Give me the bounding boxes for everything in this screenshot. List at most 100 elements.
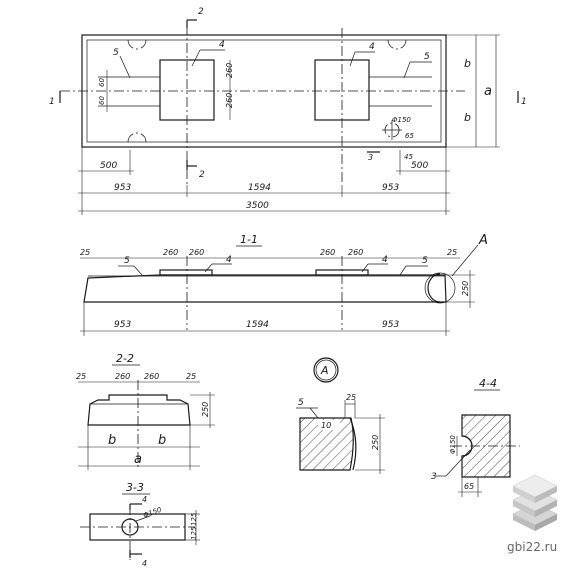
- section-1-1-leader-4b-line: [361, 263, 369, 273]
- leader-4-right: 4: [369, 42, 375, 52]
- section-1-1-callout-circle: [424, 272, 456, 304]
- section-3-3-dim-125-top: 125: [190, 512, 198, 526]
- section-1-1-leader-5-b: 5: [422, 256, 428, 266]
- plan-pad-right: [314, 59, 370, 121]
- section-4-4-title: 4-4: [479, 377, 497, 390]
- dim-60-b: 60: [98, 96, 106, 105]
- section-4-4-leader-3: 3: [431, 472, 437, 482]
- watermark-text: gbi22.ru: [507, 540, 557, 554]
- section-1-1-dim-953-right: 953: [382, 320, 399, 330]
- dim-260-b: 260: [225, 93, 234, 108]
- section-1-1-dim-260-2: 260: [189, 248, 204, 257]
- section-1-1-callout-A: A: [478, 233, 488, 248]
- section-1-1-leader-4a-line: [204, 263, 213, 273]
- section-2-2-dim-25-right: 25: [186, 372, 196, 381]
- section-1-1-dim-260-1: 260: [163, 248, 178, 257]
- leader-4-right-line: [349, 51, 356, 67]
- section-1-1-dim-25-left: 25: [80, 248, 90, 257]
- dim-500-left: 500: [100, 161, 117, 171]
- leader-4-left-line: [191, 49, 201, 67]
- dim-45: 45: [404, 153, 413, 161]
- detail-A-leader-5: 5: [298, 398, 304, 408]
- section-1-1-recess-left: [159, 269, 213, 276]
- section-1-1-hole-arc: [427, 273, 441, 303]
- section-3-3-dim-125-bottom: 125: [190, 526, 198, 540]
- section-4-4-leader-3-line: [445, 449, 471, 477]
- detail-A-leader-5-line: [309, 407, 319, 419]
- section-1-1-dim-260-3: 260: [320, 248, 335, 257]
- dim-953-left: 953: [114, 183, 131, 193]
- plan-hole-top-left: [127, 39, 147, 50]
- leader-5-left-line: [119, 55, 131, 79]
- mark-2-bottom: 2: [199, 170, 205, 180]
- mark-3: 3: [368, 153, 373, 162]
- dim-3500: 3500: [246, 201, 269, 211]
- section-3-3-dim-phi150: Φ150: [142, 506, 163, 520]
- section-4-4: 4-4 Φ150 3 65: [431, 377, 520, 497]
- leader-5-right: 5: [424, 52, 430, 62]
- section-1-1-leader-5-line: [133, 265, 143, 276]
- dim-60-a: 60: [98, 78, 106, 87]
- section-2-2-dim-260-b: 260: [144, 372, 159, 381]
- section-1-1-leader-5b-line: [399, 265, 407, 276]
- section-3-3-mark-4-bottom: 4: [142, 559, 147, 568]
- dim-b-top: b: [464, 57, 471, 70]
- section-2-2-dim-b-right: b: [158, 433, 166, 448]
- leader-5-left: 5: [113, 48, 119, 58]
- dim-1594: 1594: [248, 183, 271, 193]
- section-2-2-dim-260-a: 260: [115, 372, 130, 381]
- plan-hole-bottom-left: [127, 132, 147, 143]
- detail-A-title-inner-circle: [315, 359, 337, 381]
- section-1-1-callout-leader: [451, 244, 479, 277]
- leader-4-left: 4: [219, 40, 225, 50]
- detail-A: A 5 25 10 250: [296, 357, 385, 474]
- section-3-3-hole: [121, 518, 139, 536]
- dim-phi150: Φ150: [392, 116, 411, 124]
- dim-a: a: [484, 84, 492, 99]
- watermark-logo: [512, 474, 558, 531]
- section-1-1-outline: [83, 274, 447, 303]
- detail-A-title: A: [320, 364, 329, 377]
- section-1-1-dim-1594: 1594: [246, 320, 269, 330]
- section-2-2-outline: [87, 394, 191, 426]
- detail-A-dim-250: 250: [371, 435, 380, 450]
- detail-A-dim-25: 25: [346, 393, 356, 402]
- mark-1-left: 1: [49, 97, 55, 107]
- detail-A-groove: [349, 417, 357, 471]
- dim-65: 65: [405, 132, 414, 140]
- leader-5-right-line: [403, 61, 411, 79]
- section-3-3-title: 3-3: [126, 481, 144, 494]
- section-1-1-leader-5: 5: [124, 256, 130, 266]
- section-1-1-dim-25-right: 25: [447, 248, 457, 257]
- dim-b-bottom: b: [464, 111, 471, 124]
- watermark: gbi22.ru: [507, 474, 558, 554]
- section-2-2: 2-2 25 260 260 25 250 b b a: [76, 352, 215, 470]
- section-3-3-mark-4-top: 4: [142, 495, 147, 504]
- section-1-1: 1-1 25 260 260 260 260 25 5 4 4 5 A: [80, 233, 488, 336]
- section-2-2-dim-b-left: b: [108, 433, 116, 448]
- section-2-2-title: 2-2: [116, 352, 134, 365]
- plan-pad-left: [159, 59, 215, 121]
- section-1-1-dim-953-left: 953: [114, 320, 131, 330]
- section-1-1-dim-260-4: 260: [348, 248, 363, 257]
- section-3-3: 3-3 4 Φ150 125 125 4: [80, 481, 200, 568]
- section-2-2-dim-250: 250: [201, 402, 210, 417]
- detail-A-title-circle: [313, 357, 339, 383]
- detail-A-hatched-body: [299, 417, 354, 471]
- section-1-1-dim-250: 250: [461, 281, 470, 296]
- dim-260-a: 260: [225, 63, 234, 78]
- section-1-1-leader-4-b: 4: [382, 255, 388, 265]
- section-1-1-title: 1-1: [240, 233, 258, 246]
- section-3-3-phi-leader: [135, 515, 151, 522]
- mark-2-top: 2: [198, 7, 204, 17]
- detail-A-dim-10: 10: [321, 421, 331, 430]
- section-4-4-dim-phi150: Φ150: [449, 435, 457, 454]
- section-4-4-dim-65: 65: [464, 482, 474, 491]
- section-1-1-leader-4-a: 4: [226, 255, 232, 265]
- dim-953-right: 953: [382, 183, 399, 193]
- mark-1-right: 1: [521, 97, 527, 107]
- dim-500-right: 500: [411, 161, 428, 171]
- plan-view: 2 2 1 1 3 5 4 4 5 60 60 260 260: [49, 7, 527, 215]
